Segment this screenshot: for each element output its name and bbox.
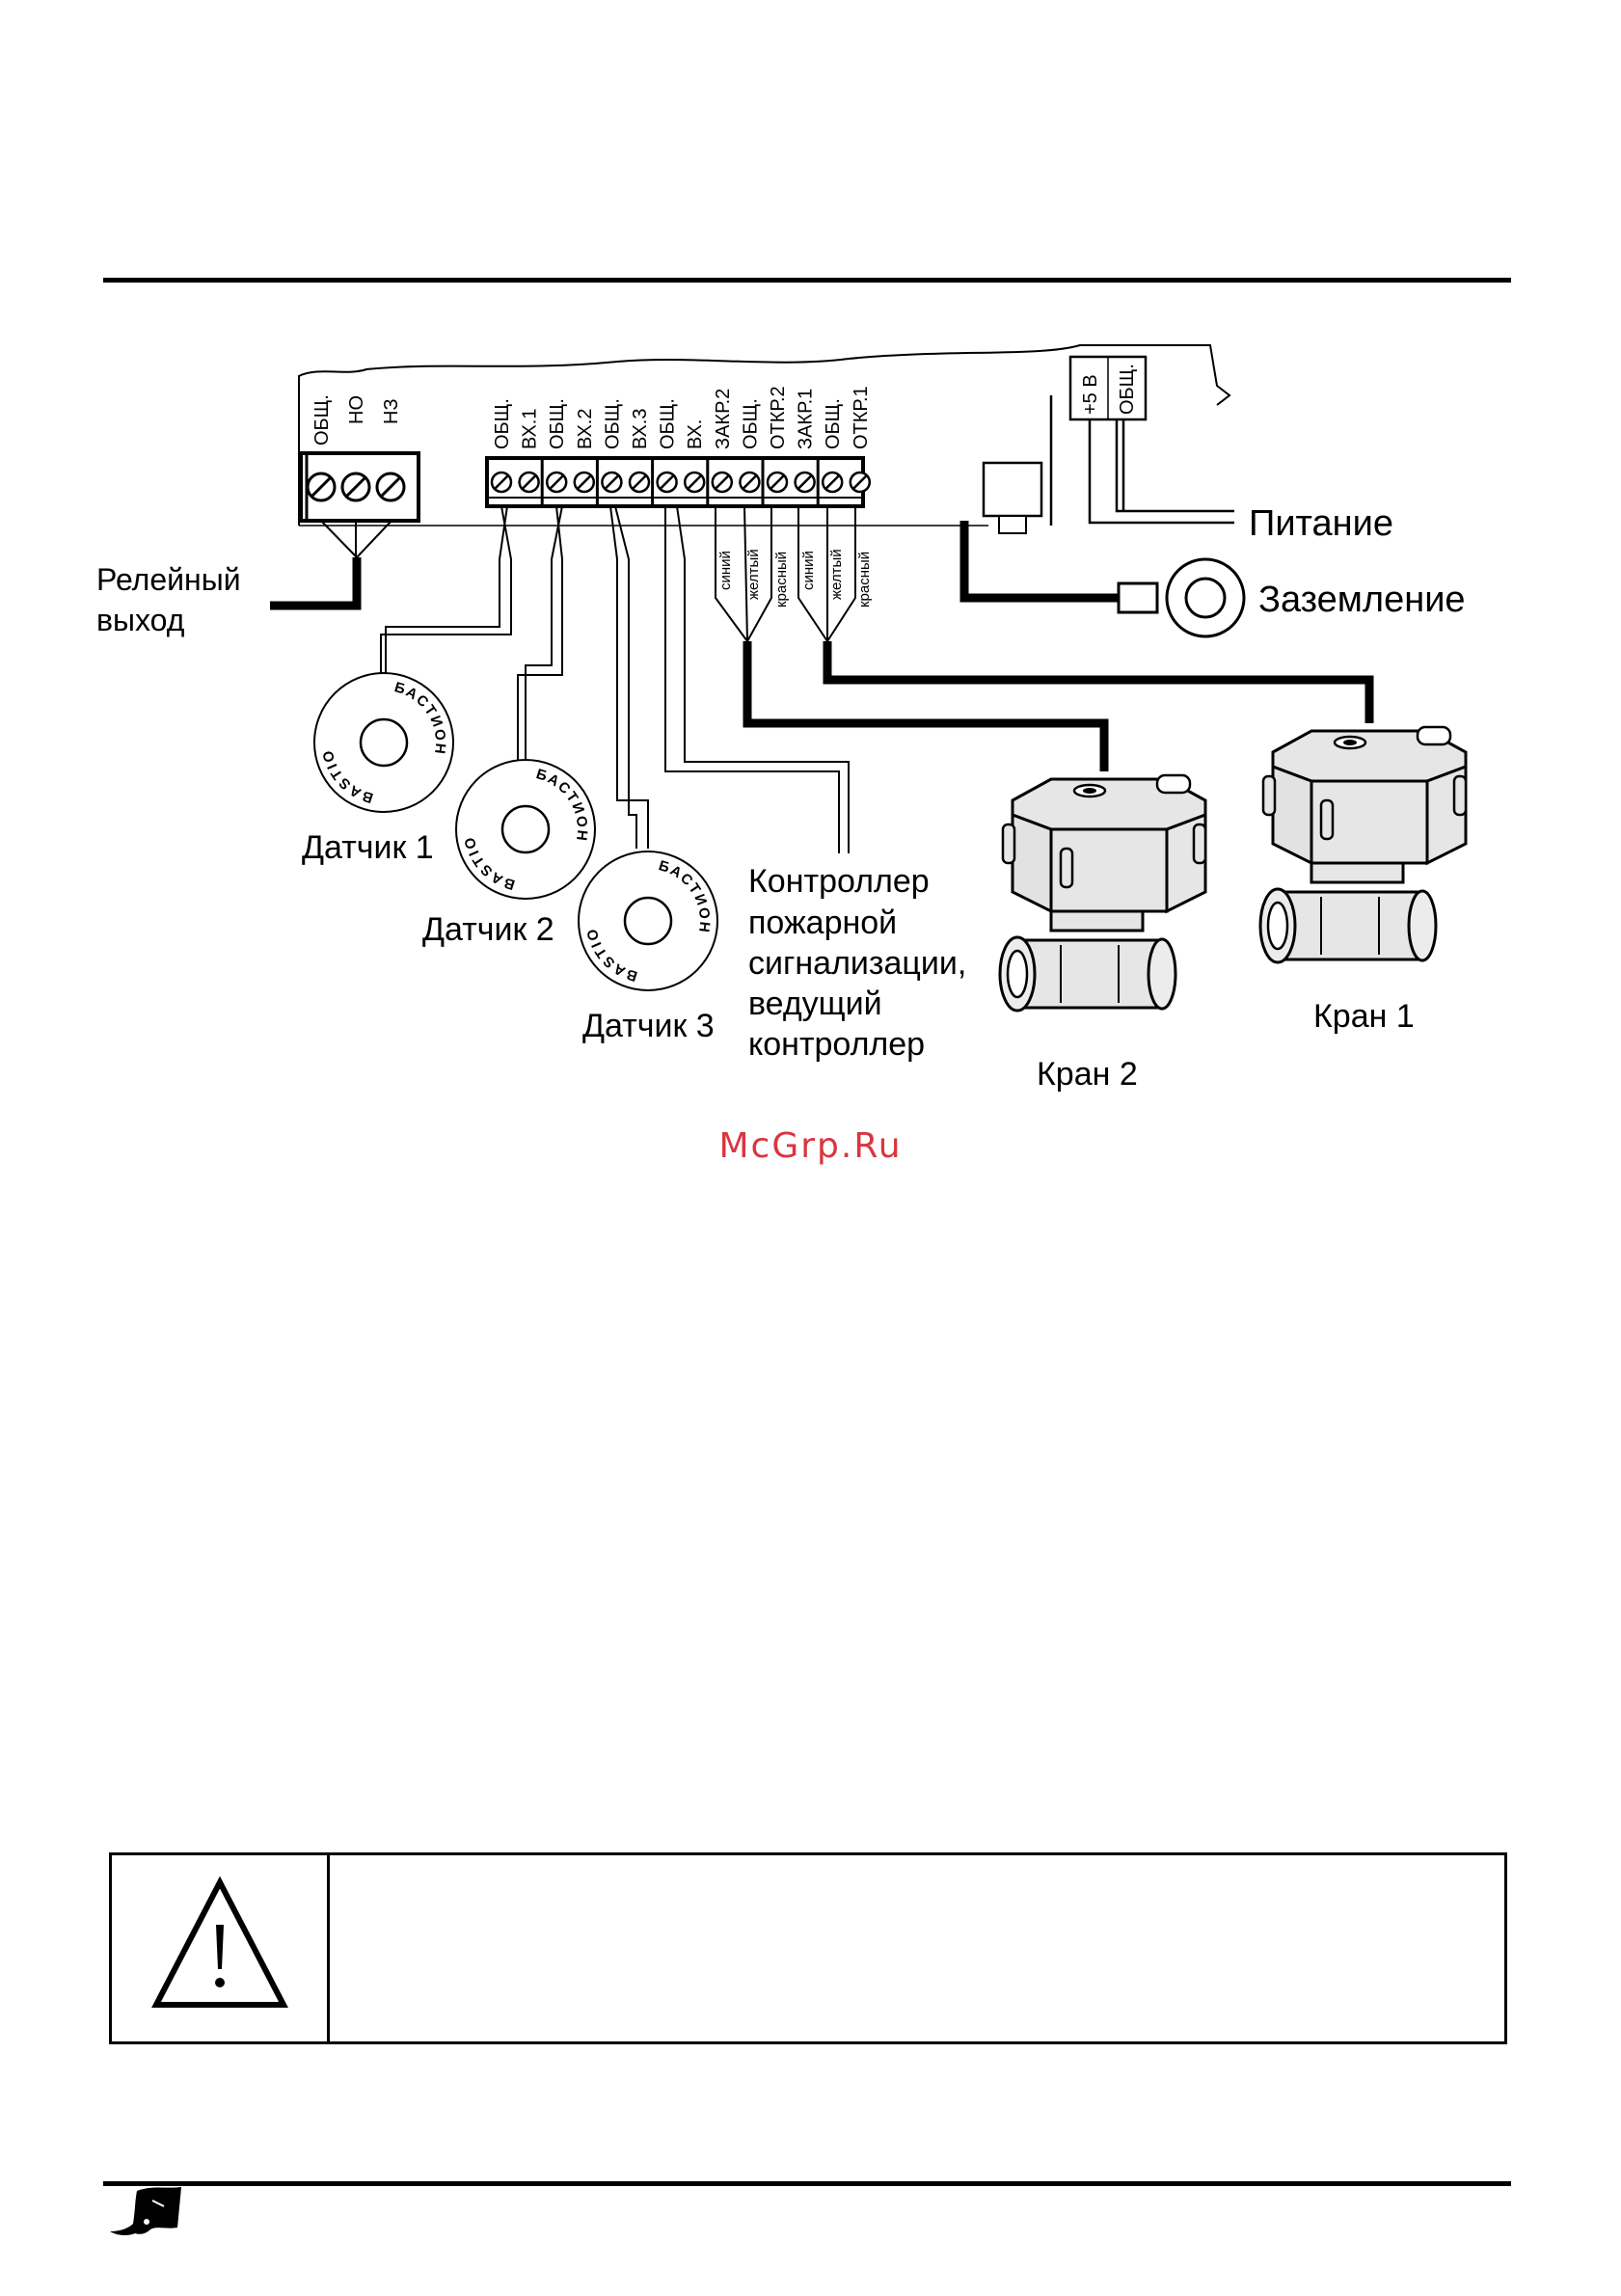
ground-label: Заземление	[1258, 580, 1466, 620]
footer-rule	[103, 2181, 1511, 2186]
controller-label: ведущий	[748, 986, 882, 1022]
relay-terminal-label: ОБЩ.	[311, 394, 333, 446]
board-outline	[298, 344, 1231, 526]
warning-box	[109, 1852, 1507, 2044]
controller-label: Контроллер	[748, 863, 930, 900]
valve2-label: Кран 2	[1037, 1056, 1138, 1093]
valve2-wires	[715, 505, 772, 642]
main-terminal-label: ОТКР.1	[851, 386, 872, 449]
wire-color-label: желтый	[828, 549, 845, 600]
power-terminal-label: ОБЩ.	[1117, 364, 1138, 415]
ground-connector	[959, 461, 1246, 638]
relay-terminal-label: НО	[346, 395, 367, 424]
main-terminal-label: ВХ.1	[520, 409, 541, 449]
main-terminal-label: ОТКР.2	[768, 386, 789, 449]
stingray-logo-icon	[110, 2187, 181, 2235]
main-terminal-label: ОБЩ.	[658, 398, 679, 449]
wire-color-label: желтый	[745, 549, 762, 600]
relay-output-label: выход	[96, 603, 185, 637]
relay-terminal-block	[299, 451, 420, 523]
valve1-icon	[1258, 725, 1468, 964]
valve1-label: Кран 1	[1313, 998, 1415, 1035]
wire-color-label: красный	[773, 552, 790, 608]
sensor-label: Датчик 2	[422, 911, 554, 948]
main-terminal-label: ВХ.2	[575, 409, 596, 449]
main-terminal-label: ОБЩ.	[823, 398, 844, 449]
power-terminal-block	[1068, 355, 1148, 421]
valve1-wires	[797, 506, 856, 642]
power-label: Питание	[1249, 503, 1393, 544]
screw-terminal-icon	[739, 471, 761, 494]
valve2-cable	[743, 641, 1109, 771]
watermark: McGrp.Ru	[718, 1126, 903, 1166]
valve1-cable	[823, 641, 1374, 723]
screw-terminal-icon	[601, 471, 623, 494]
sensor-label: Датчик 3	[582, 1008, 715, 1044]
warning-triangle-icon	[151, 1876, 288, 2008]
main-terminal-label: ОБЩ.	[740, 398, 761, 449]
wiring-diagram: ОБЩ. НО НЗ Релейный выход ОБЩ. ВХ.1 ОБЩ. ВХ…	[0, 0, 1468, 1093]
wire-color-label: красный	[856, 552, 873, 608]
relay-output-label: Релейный	[96, 562, 241, 597]
valve2-icon	[998, 773, 1207, 1013]
controller-label: контроллер	[748, 1026, 925, 1063]
screw-terminal-icon	[340, 472, 371, 502]
screw-terminal-icon	[490, 471, 513, 494]
warning-icon-cell	[112, 1855, 330, 2041]
screw-terminal-icon	[849, 471, 872, 494]
main-terminal-label: ВХ.3	[630, 409, 651, 449]
wire-color-label: синий	[717, 551, 734, 590]
power-wires	[1049, 395, 1234, 526]
screw-terminal-icon	[821, 471, 844, 494]
main-terminal-label: ВХ.	[685, 419, 706, 449]
warning-text	[353, 1875, 1485, 2022]
relay-cable	[270, 557, 362, 610]
screw-terminal-icon	[628, 471, 651, 494]
screw-terminal-icon	[306, 472, 337, 502]
screw-terminal-icon	[766, 471, 789, 494]
power-terminal-label: +5 В	[1080, 374, 1101, 415]
relay-terminal-label: НЗ	[381, 398, 402, 424]
screw-terminal-icon	[794, 471, 816, 494]
controller-label: пожарной	[748, 905, 897, 941]
sensor-label: Датчик 1	[302, 829, 434, 866]
main-terminal-label: ОБЩ.	[547, 398, 568, 449]
main-terminal-label: ЗАКР.2	[713, 389, 734, 449]
main-terminal-label: ОБЩ.	[602, 398, 623, 449]
sensor-wires	[380, 505, 850, 853]
wire-color-label: синий	[800, 551, 817, 590]
screw-terminal-icon	[683, 471, 706, 494]
screw-terminal-icon	[711, 471, 734, 494]
screw-terminal-icon	[545, 471, 568, 494]
screw-terminal-icon	[656, 471, 678, 494]
screw-terminal-icon	[375, 472, 406, 502]
main-terminal-label: ЗАКР.1	[796, 389, 817, 449]
header-rule	[103, 278, 1511, 283]
controller-label: сигнализации,	[748, 945, 966, 982]
screw-terminal-icon	[518, 471, 540, 494]
main-terminal-label: ОБЩ.	[492, 398, 513, 449]
screw-terminal-icon	[573, 471, 596, 494]
